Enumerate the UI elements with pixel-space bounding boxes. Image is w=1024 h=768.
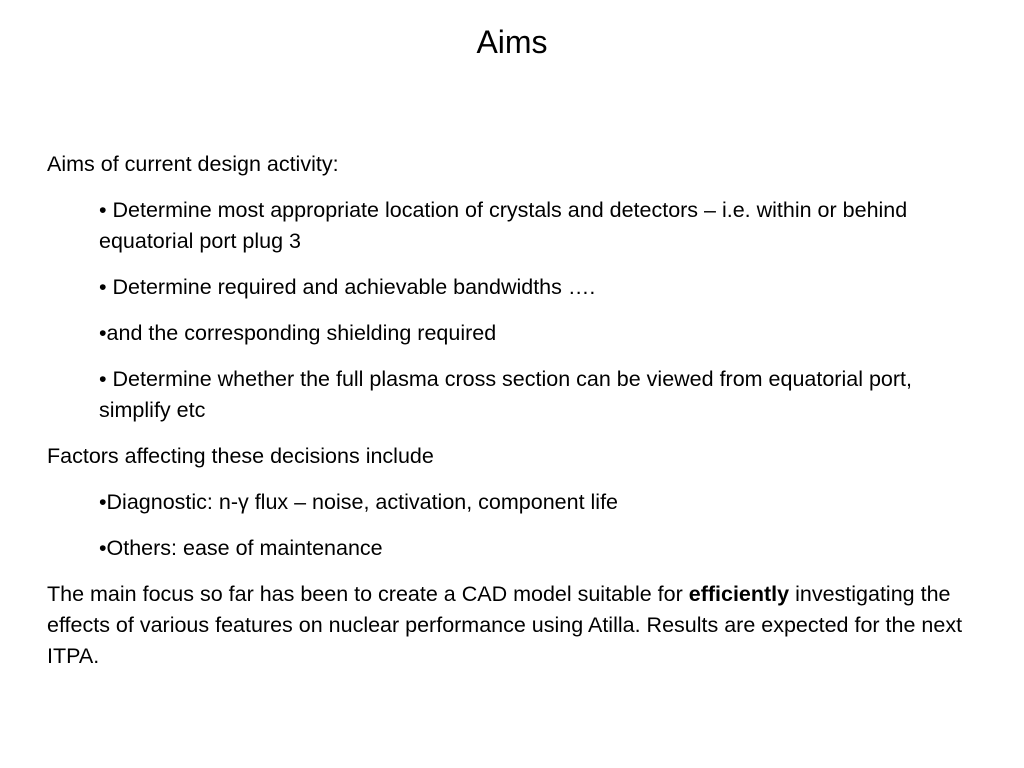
focus-text-after: investigating the effects of various fea… bbox=[47, 582, 963, 668]
aims-heading: Aims of current design activity: bbox=[47, 152, 339, 176]
slide-title: Aims bbox=[476, 24, 548, 60]
aim-item: • Determine whether the full plasma cros… bbox=[99, 367, 912, 422]
aim-item: • Determine most appropriate location of… bbox=[99, 198, 908, 253]
factor-item: •Others: ease of maintenance bbox=[99, 536, 383, 560]
focus-paragraph: The main focus so far has been to create… bbox=[47, 579, 987, 672]
focus-text-before: The main focus so far has been to create… bbox=[47, 582, 689, 606]
aim-item: • Determine required and achievable band… bbox=[99, 275, 596, 299]
factor-item: •Diagnostic: n-γ flux – noise, activatio… bbox=[99, 490, 619, 514]
aim-item: •and the corresponding shielding require… bbox=[99, 321, 497, 345]
factors-heading: Factors affecting these decisions includ… bbox=[47, 444, 434, 468]
slide-body: Aims of current design activity: • Deter… bbox=[47, 149, 987, 687]
focus-emphasis: efficiently bbox=[688, 582, 790, 606]
